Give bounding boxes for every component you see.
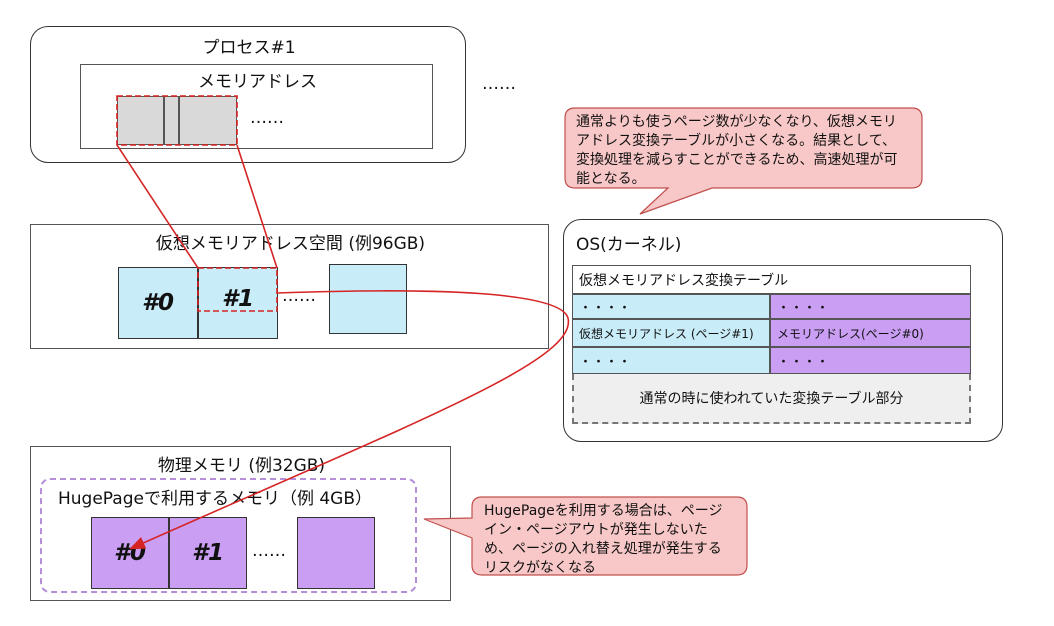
dots: ・・・・ (777, 355, 830, 370)
physical-page-1: #1 (169, 517, 247, 589)
process-memory-label: メモリアドレス (198, 71, 317, 92)
virtual-page-1-highlight (197, 267, 278, 312)
virtual-space-box: 仮想メモリアドレス空間 (例96GB) (30, 224, 549, 349)
virtual-page-0-label: #0 (141, 290, 174, 316)
virtual-page-1-label: #1 (221, 286, 254, 312)
row-virtual-label: 仮想メモリアドレス (ページ#1) (579, 326, 754, 341)
dots: ・・・・ (777, 301, 830, 316)
process-page-highlight (116, 95, 238, 146)
translation-table-header: 仮想メモリアドレス変換テーブル (572, 265, 971, 294)
normal-table-part: 通常の時に使われていた変換テーブル部分 (572, 374, 971, 424)
os-kernel-title: OS(カーネル) (576, 235, 682, 255)
virtual-page-n (329, 264, 407, 334)
virtual-space-title: 仮想メモリアドレス空間 (例96GB) (155, 233, 426, 254)
table-row-1-physical: ・・・・ (770, 294, 971, 319)
virtual-ellipsis: …… (282, 286, 316, 306)
physical-memory-title: 物理メモリ (例32GB) (157, 455, 326, 476)
process-title: プロセス#1 (202, 37, 296, 58)
translation-table-title: 仮想メモリアドレス変換テーブル (579, 272, 789, 289)
mapping-line-right (236, 144, 278, 269)
virtual-page-1: #1 (198, 267, 278, 339)
physical-ellipsis: …… (252, 541, 286, 561)
normal-table-part-label: 通常の時に使われていた変換テーブル部分 (639, 391, 904, 407)
dots: ・・・・ (579, 355, 632, 370)
table-row-1-virtual: ・・・・ (572, 294, 770, 319)
callout-bottom-shape (423, 496, 748, 576)
table-row-2-virtual: 仮想メモリアドレス (ページ#1) (572, 319, 770, 347)
virtual-page-0: #0 (118, 267, 198, 339)
dots: ・・・・ (579, 301, 632, 316)
mapping-arrow (129, 290, 570, 550)
physical-page-1-label: #1 (191, 540, 224, 566)
process-ellipsis-outer: …… (482, 74, 516, 94)
table-row-3-physical: ・・・・ (770, 347, 971, 374)
mapping-line-left (116, 144, 199, 269)
table-row-3-virtual: ・・・・ (572, 347, 770, 374)
hugepage-label: HugePageで利用するメモリ（例 4GB） (58, 489, 373, 509)
table-row-2-physical: メモリアドレス(ページ#0) (770, 319, 971, 347)
process-memory-cell-1 (117, 96, 164, 145)
callout-bottom-text: HugePageを利用する場合は、ページイン・ページアウトが発生しないため、ペー… (484, 503, 723, 576)
hugepage-region: HugePageで利用するメモリ（例 4GB） (40, 478, 417, 593)
physical-page-0: #0 (91, 517, 169, 589)
callout-top-text: 通常よりも使うページ数が少なくなり、仮想メモリアドレス変換テーブルが小さくなる。… (576, 114, 898, 187)
callout-top-shape (564, 107, 923, 215)
process-ellipsis-inner: …… (250, 108, 284, 128)
row-physical-label: メモリアドレス(ページ#0) (777, 326, 924, 341)
physical-page-n (297, 517, 375, 589)
